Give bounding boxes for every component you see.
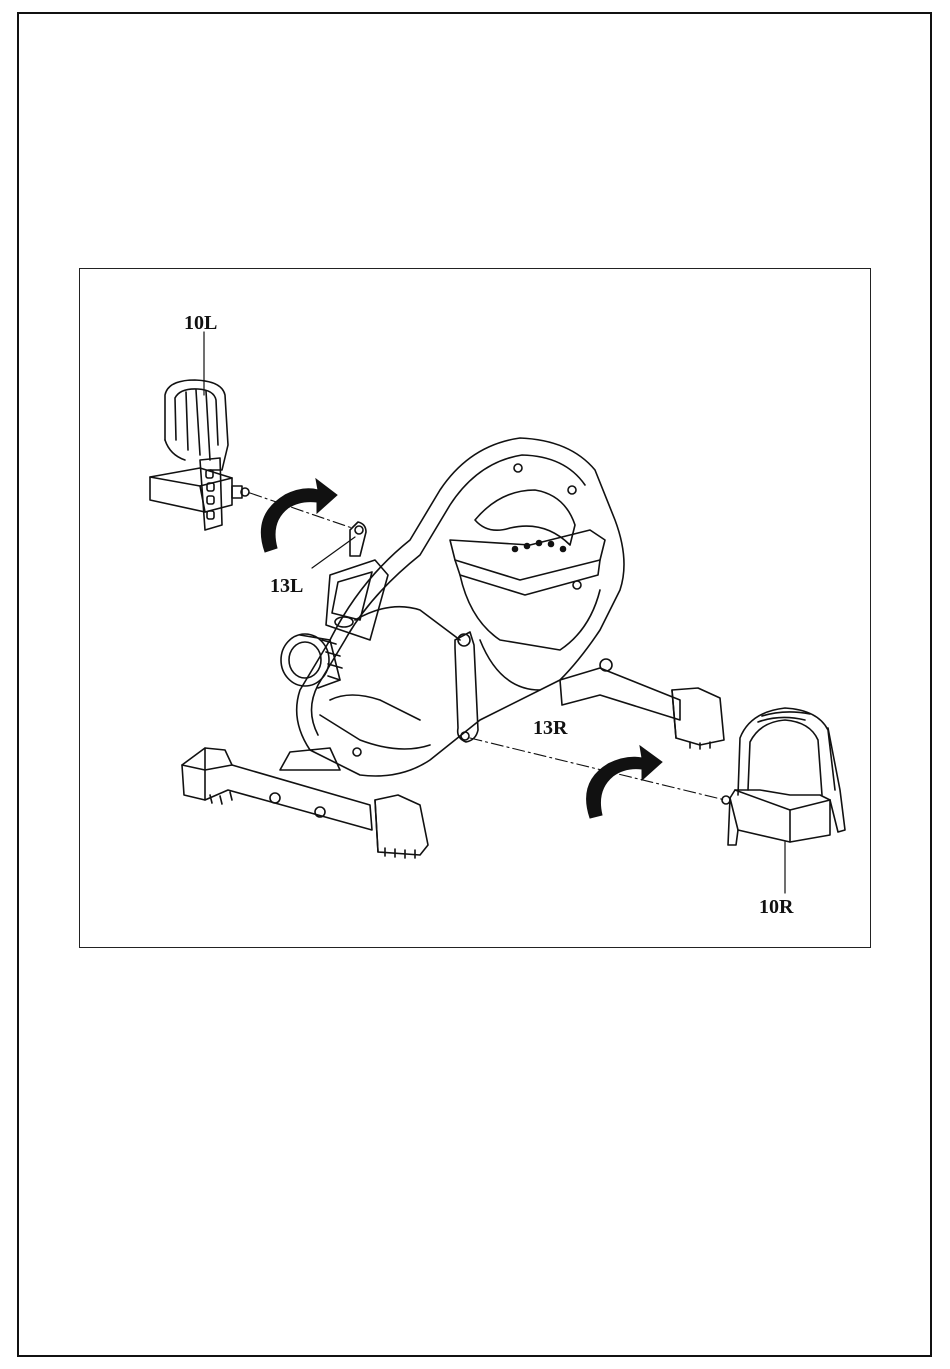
label-10l: 10L [184,312,217,334]
bike-body [280,438,624,776]
crank-right [455,632,478,742]
pedal-left [150,380,249,530]
leader-13l [312,537,355,568]
label-13l: 13L [270,575,303,597]
label-13r: 13R [533,717,568,739]
stabilizer-rear [560,659,724,749]
pedal-right [722,708,845,845]
label-10r: 10R [759,896,794,918]
rotation-arrow-left [261,479,337,552]
stabilizer-front [182,748,428,858]
